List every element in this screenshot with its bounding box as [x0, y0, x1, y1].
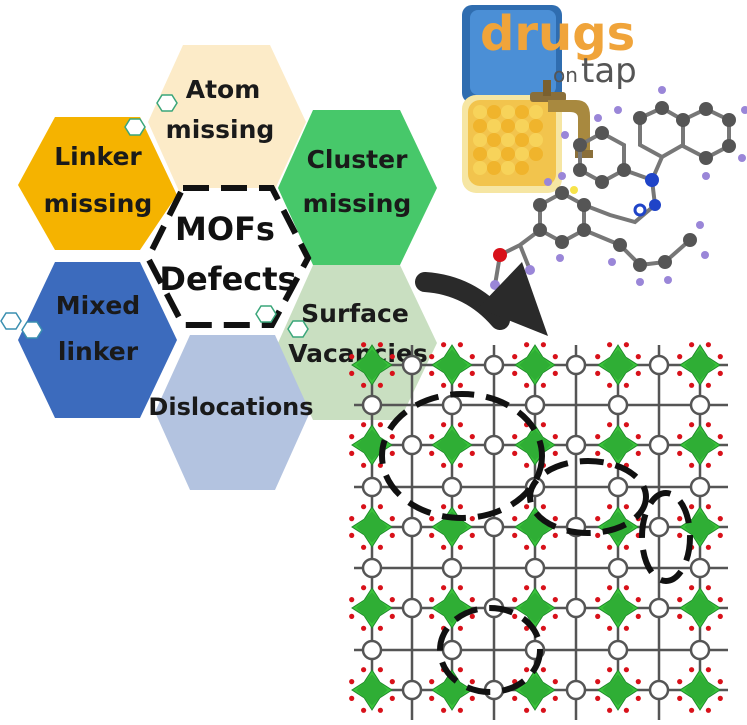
lattice-defect-outlines — [379, 391, 693, 695]
logo-word-on: on — [553, 63, 578, 87]
small-hexagon-icon — [156, 94, 178, 112]
lattice-clusters — [349, 342, 723, 713]
defect-outline — [379, 391, 545, 521]
hexagon-atom-label-line2: missing — [166, 115, 275, 144]
metal-cluster — [429, 342, 475, 388]
metal-cluster — [512, 585, 558, 631]
mof-lattice — [349, 342, 728, 720]
hexagon-linker-label-line1: Linker — [54, 142, 142, 171]
metal-cluster — [677, 342, 723, 388]
metal-cluster — [349, 585, 395, 631]
molecule-ring — [681, 106, 731, 161]
metal-cluster — [512, 342, 558, 388]
hexagon-surface-shape — [278, 265, 437, 420]
hexagon-cluster-shape — [278, 110, 437, 265]
hexagon-mixed-label-line1: Mixed — [56, 291, 140, 320]
hexagon-cluster-missing: Cluster missing — [278, 110, 437, 265]
metal-cluster — [595, 342, 641, 388]
hexagon-dislocations-shape — [155, 335, 310, 490]
center-title-line1: MOFs — [175, 210, 275, 248]
metal-cluster — [677, 667, 723, 713]
hexagon-atom-missing: Atom missing — [148, 45, 306, 200]
tap-icon — [530, 80, 593, 158]
molecule-ring — [538, 190, 586, 245]
defect-outline — [437, 605, 543, 695]
molecule-chain — [493, 228, 542, 286]
hexagon-surface-label-line1: Surface — [301, 299, 409, 328]
hexagon-mixed-linker: Mixed linker — [18, 262, 177, 418]
logo-word-drugs: drugs — [480, 6, 635, 62]
metal-cluster — [595, 422, 641, 468]
defect-outline — [527, 458, 649, 536]
logo-word-tap: tap — [581, 51, 637, 91]
center-mofs-defects: MOFs Defects — [144, 185, 312, 328]
metal-cluster — [677, 504, 723, 550]
metal-cluster — [429, 585, 475, 631]
metal-cluster — [349, 504, 395, 550]
metal-cluster — [349, 342, 395, 388]
metal-cluster — [349, 667, 395, 713]
hexagon-mixed-label-line2: linker — [58, 337, 139, 366]
hexagon-linker-label-line2: missing — [44, 189, 153, 218]
small-hexagon-icon — [21, 321, 43, 339]
metal-cluster — [429, 422, 475, 468]
metal-cluster — [677, 422, 723, 468]
small-hexagon-icon — [255, 305, 277, 323]
curved-arrow — [415, 262, 548, 336]
drugs-on-tap-logo: drugs on tap — [462, 5, 637, 193]
small-hexagon-icon — [124, 118, 146, 136]
hexagon-dislocations-label: Dislocations — [148, 393, 313, 421]
small-hexagon-icon — [0, 312, 22, 330]
hexagon-linker-shape — [18, 117, 177, 250]
metal-cluster — [595, 585, 641, 631]
hexagon-mixed-shape — [18, 262, 177, 418]
capsule-icon — [462, 5, 562, 193]
defect-outline — [639, 490, 693, 584]
center-title-line2: Defects — [159, 260, 296, 298]
metal-cluster — [677, 585, 723, 631]
hexagon-linker-missing: Linker missing — [18, 117, 177, 250]
hexagon-cluster-label-line1: Cluster — [307, 145, 409, 174]
arrow-head — [478, 262, 548, 336]
hexagon-cluster-label-line2: missing — [303, 189, 412, 218]
molecule-chain — [583, 179, 658, 225]
molecule-atoms — [490, 86, 747, 290]
metal-cluster — [595, 667, 641, 713]
hexagon-dislocations: Dislocations — [148, 335, 314, 490]
hexagon-atom-shape — [148, 45, 306, 200]
metal-cluster — [429, 504, 475, 550]
metal-cluster — [349, 422, 395, 468]
center-dashed-hexagon — [144, 185, 312, 328]
small-hexagon-icon — [287, 320, 309, 338]
lattice-linker-rings — [361, 354, 711, 701]
metal-cluster — [512, 667, 558, 713]
hexagon-atom-label-line1: Atom — [186, 75, 261, 104]
